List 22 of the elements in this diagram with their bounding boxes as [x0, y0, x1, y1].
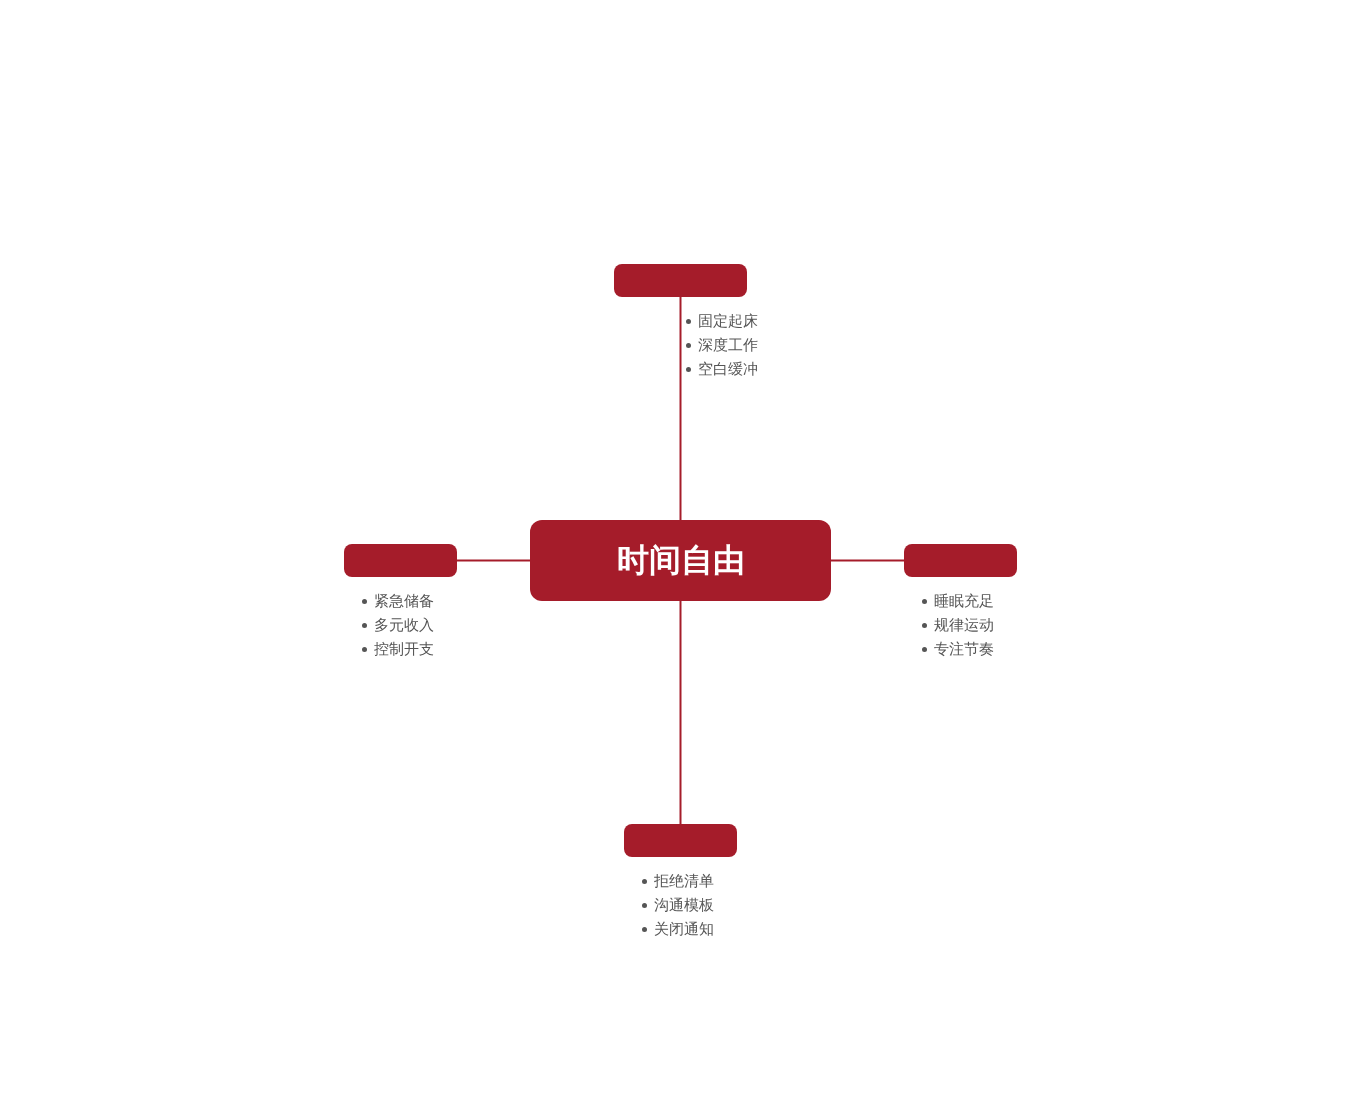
connector-line: [830, 559, 905, 562]
connector-line: [679, 296, 682, 521]
bullet-item: 紧急储备: [362, 589, 434, 613]
bullet-item: 关闭通知: [642, 917, 714, 941]
bullet-item: 规律运动: [922, 613, 994, 637]
bullet-item: 控制开支: [362, 637, 434, 661]
bullet-item: 睡眠充足: [922, 589, 994, 613]
connector-line: [679, 600, 682, 825]
bullet-item: 多元收入: [362, 613, 434, 637]
bullet-item: 固定起床: [686, 309, 758, 333]
branch-box: [624, 824, 737, 857]
bullet-item: 沟通模板: [642, 893, 714, 917]
branch-box: [904, 544, 1017, 577]
topic-box: [530, 520, 831, 601]
bullet-item: 拒绝清单: [642, 869, 714, 893]
bullet-item: 专注节奏: [922, 637, 994, 661]
branch-box: [344, 544, 457, 577]
branch-box: [614, 264, 747, 297]
topic-title: 时间自由: [616, 539, 745, 581]
connector-line: [456, 559, 531, 562]
bullet-item: 深度工作: [686, 333, 758, 357]
bullet-item: 空白缓冲: [686, 357, 758, 381]
